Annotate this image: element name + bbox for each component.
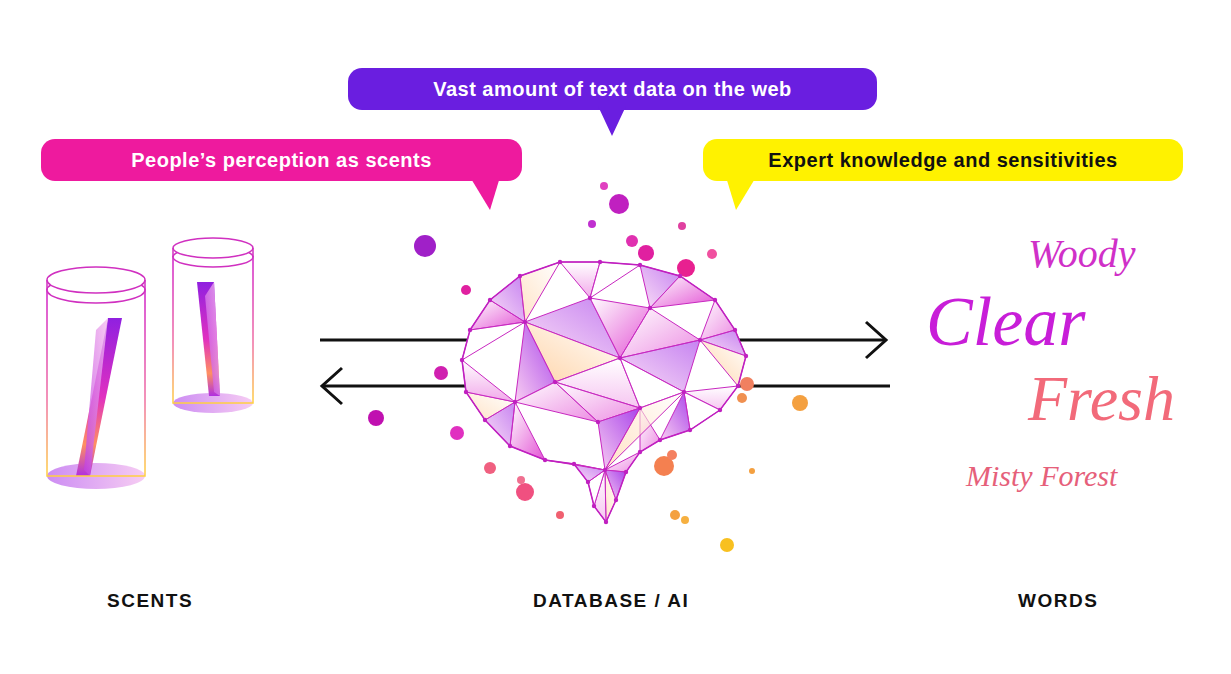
bubble-tail xyxy=(596,106,628,136)
bubble-tail xyxy=(468,177,502,210)
speech-bubble: People’s perception as scents xyxy=(41,139,522,181)
speech-bubble: Expert knowledge and sensitivities xyxy=(703,139,1183,181)
scent-vial xyxy=(47,267,145,489)
bubble-text: Expert knowledge and sensitivities xyxy=(768,149,1117,172)
scent-word: Misty Forest xyxy=(966,459,1117,492)
bubble-text: People’s perception as scents xyxy=(131,149,432,172)
bubble-tail xyxy=(724,177,758,210)
column-caption: SCENTS xyxy=(107,590,193,612)
column-caption: DATABASE / AI xyxy=(533,590,689,612)
scent-vial xyxy=(173,238,253,413)
brain-network xyxy=(460,260,748,524)
particle-dots xyxy=(368,182,808,552)
speech-bubble: Vast amount of text data on the web xyxy=(348,68,877,110)
column-caption: WORDS xyxy=(1018,590,1098,612)
scent-word: Woody xyxy=(1028,232,1135,276)
bubble-text: Vast amount of text data on the web xyxy=(433,78,792,101)
scent-word: Fresh xyxy=(1028,364,1175,434)
scent-word: Clear xyxy=(926,283,1085,360)
